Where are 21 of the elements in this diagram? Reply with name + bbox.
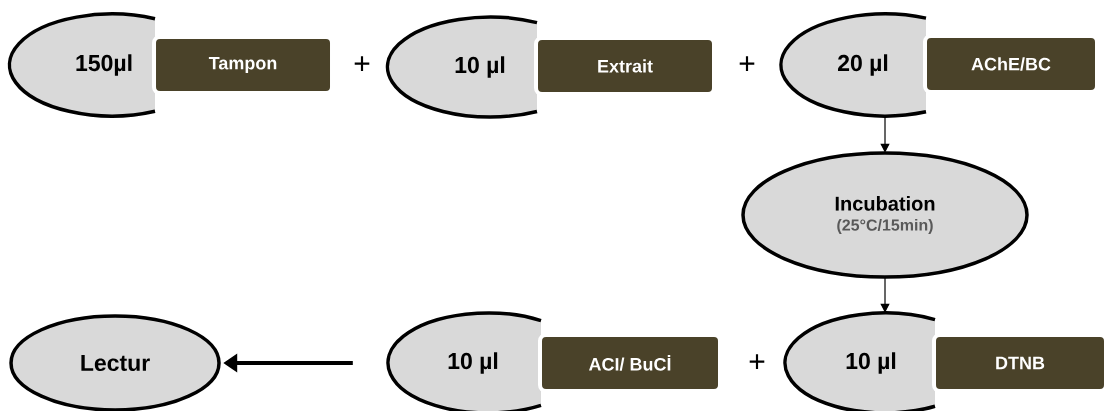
reagent-box: DTNB [932, 333, 1107, 393]
amount-text: 150µl [76, 54, 132, 76]
reagent-box: ACI/ BuCİ [538, 333, 722, 393]
step-ellipse [741, 151, 1029, 279]
arrow [880, 115, 890, 153]
plus-sign: + [354, 56, 370, 71]
amount-text: Lectur [81, 354, 150, 371]
amount-text: 10 µl [846, 352, 896, 374]
plus-sign: + [739, 56, 755, 71]
amount-text: Incubation (25°C/15min) [835, 196, 935, 234]
step-ellipse [783, 311, 936, 411]
step-ellipse [386, 311, 542, 411]
reagent-box: Tampon [152, 35, 334, 95]
amount-text: 20 µl [838, 54, 888, 76]
amount-text: 10 µl [455, 56, 505, 78]
reagent-box: AChE/BC [923, 34, 1099, 94]
reagent-box: Extrait [534, 36, 716, 96]
amount-text: 10 µl [448, 352, 498, 374]
step-ellipse [9, 314, 221, 411]
arrow [880, 276, 890, 313]
plus-sign: + [749, 354, 765, 369]
